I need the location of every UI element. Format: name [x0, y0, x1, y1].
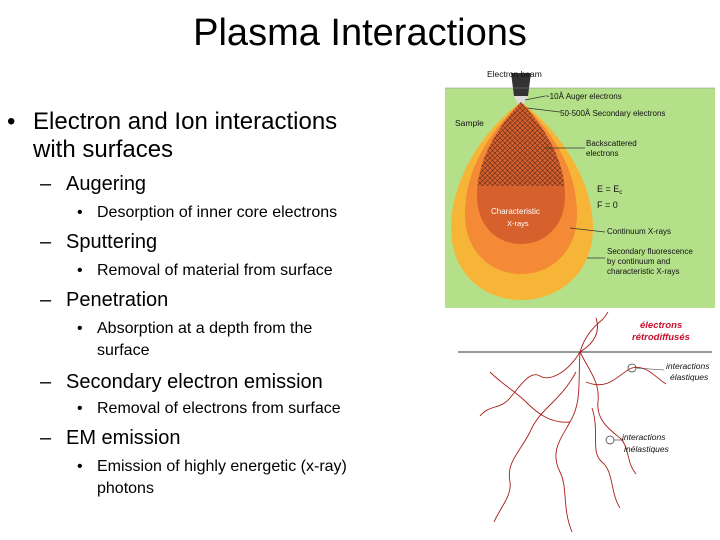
inelastic-event-circle: [605, 435, 615, 445]
bullet-level2-item: –EM emission: [40, 426, 181, 450]
label-energy: E = Ec: [597, 184, 622, 196]
bullet-text-line: Removal of material from surface: [97, 262, 333, 279]
trajectory-3: [479, 351, 581, 417]
trajectory-8: [489, 371, 571, 423]
label-inelastic-2: inélastiques: [624, 444, 670, 454]
label-elastic-2: élastiques: [670, 372, 709, 382]
bullet-level3-item: • Absorption at a depth from the surface: [77, 318, 313, 362]
bullet-text-line: Sputtering: [66, 231, 158, 253]
bullet-marker: •: [7, 108, 16, 135]
bullet-level3-item: • Desorption of inner core electrons: [77, 202, 338, 224]
interaction-volume-diagram: Electron beam Sample ~10Å Auger electron…: [445, 68, 715, 308]
bullet-marker: •: [77, 458, 83, 475]
diagram-header-area: [445, 68, 715, 88]
bullet-level3-item: • Removal of material from surface: [77, 260, 333, 282]
label-electron-beam: Electron beam: [487, 69, 542, 79]
bullet-marker: –: [40, 231, 52, 253]
bullet-marker: •: [77, 262, 83, 279]
label-inelastic-1: interactions: [622, 432, 666, 442]
electron-beam: [511, 73, 531, 96]
label-field: F = 0: [597, 200, 618, 210]
label-elastic-1: interactions: [666, 361, 710, 371]
beam-spot: [514, 96, 528, 106]
bullet-marker: –: [40, 427, 52, 449]
bullet-marker: –: [40, 173, 52, 195]
bullet-marker: •: [77, 320, 83, 337]
label-characteristic-2: X-rays: [507, 219, 529, 228]
bullet-text-line: with surfaces: [33, 136, 174, 163]
trajectory-1: [555, 351, 581, 533]
backscatter-hatch: [477, 102, 565, 186]
bullet-level2-item: –Secondary electron emission: [40, 370, 323, 394]
label-backscattered-2: electrons: [586, 149, 618, 158]
bullet-text-line: Desorption of inner core electrons: [97, 204, 338, 221]
bullet-level3-item: • Removal of electrons from surface: [77, 398, 341, 420]
bullet-marker: –: [40, 371, 52, 393]
label-backscattered-1: Backscattered: [586, 139, 637, 148]
bullet-text-line: Secondary electron emission: [66, 371, 323, 393]
trajectory-paths: [479, 312, 667, 533]
bullet-text-line: Emission of highly energetic (x-ray): [97, 458, 347, 475]
bullet-level2-item: –Augering: [40, 172, 147, 196]
label-continuum: Continuum X-rays: [607, 227, 671, 236]
bullet-text-line: Augering: [66, 173, 147, 195]
slide-title-text: Plasma Interactions: [193, 12, 527, 54]
bullet-text-line: EM emission: [66, 427, 181, 449]
trajectory-6: [585, 366, 667, 386]
bullet-marker: –: [40, 289, 52, 311]
bullet-marker: •: [77, 204, 83, 221]
label-fluor-2: by continuum and: [607, 257, 670, 266]
label-sample: Sample: [455, 118, 484, 128]
trajectory-4: [579, 312, 609, 353]
label-backscattered-electrons-1: électrons: [640, 320, 682, 331]
trajectory-5: [493, 371, 577, 523]
label-fluor-1: Secondary fluorescence: [607, 247, 693, 256]
scattering-trajectory-diagram: électrons rétrodiffusés interactions éla…: [458, 312, 712, 533]
bullet-level2-item: –Penetration: [40, 288, 169, 312]
bullet-text-line: Electron and Ion interactions: [33, 108, 338, 135]
label-fluor-3: characteristic X-rays: [607, 267, 679, 276]
bullet-text-line: surface: [97, 342, 150, 359]
label-characteristic-1: Characteristic: [491, 207, 540, 216]
elastic-leader: [635, 367, 665, 371]
bullet-level3-item: • Emission of highly energetic (x-ray) pho…: [77, 456, 347, 500]
label-auger: ~10Å Auger electrons: [545, 92, 622, 101]
slide-title: Plasma Interactions: [0, 10, 720, 56]
bullet-text-line: Penetration: [66, 289, 169, 311]
bullet-level2-item: –Sputtering: [40, 230, 158, 254]
bullet-text-line: photons: [97, 480, 154, 497]
bullet-text-line: Absorption at a depth from the: [97, 320, 313, 337]
trajectory-9: [579, 317, 598, 353]
label-backscattered-electrons-2: rétrodiffusés: [632, 332, 690, 343]
trajectory-7: [591, 407, 621, 509]
trajectory-2: [579, 351, 637, 475]
label-secondary: 50-500Å Secondary electrons: [560, 109, 665, 118]
bullet-text-line: Removal of electrons from surface: [97, 400, 341, 417]
bullet-marker: •: [77, 400, 83, 417]
